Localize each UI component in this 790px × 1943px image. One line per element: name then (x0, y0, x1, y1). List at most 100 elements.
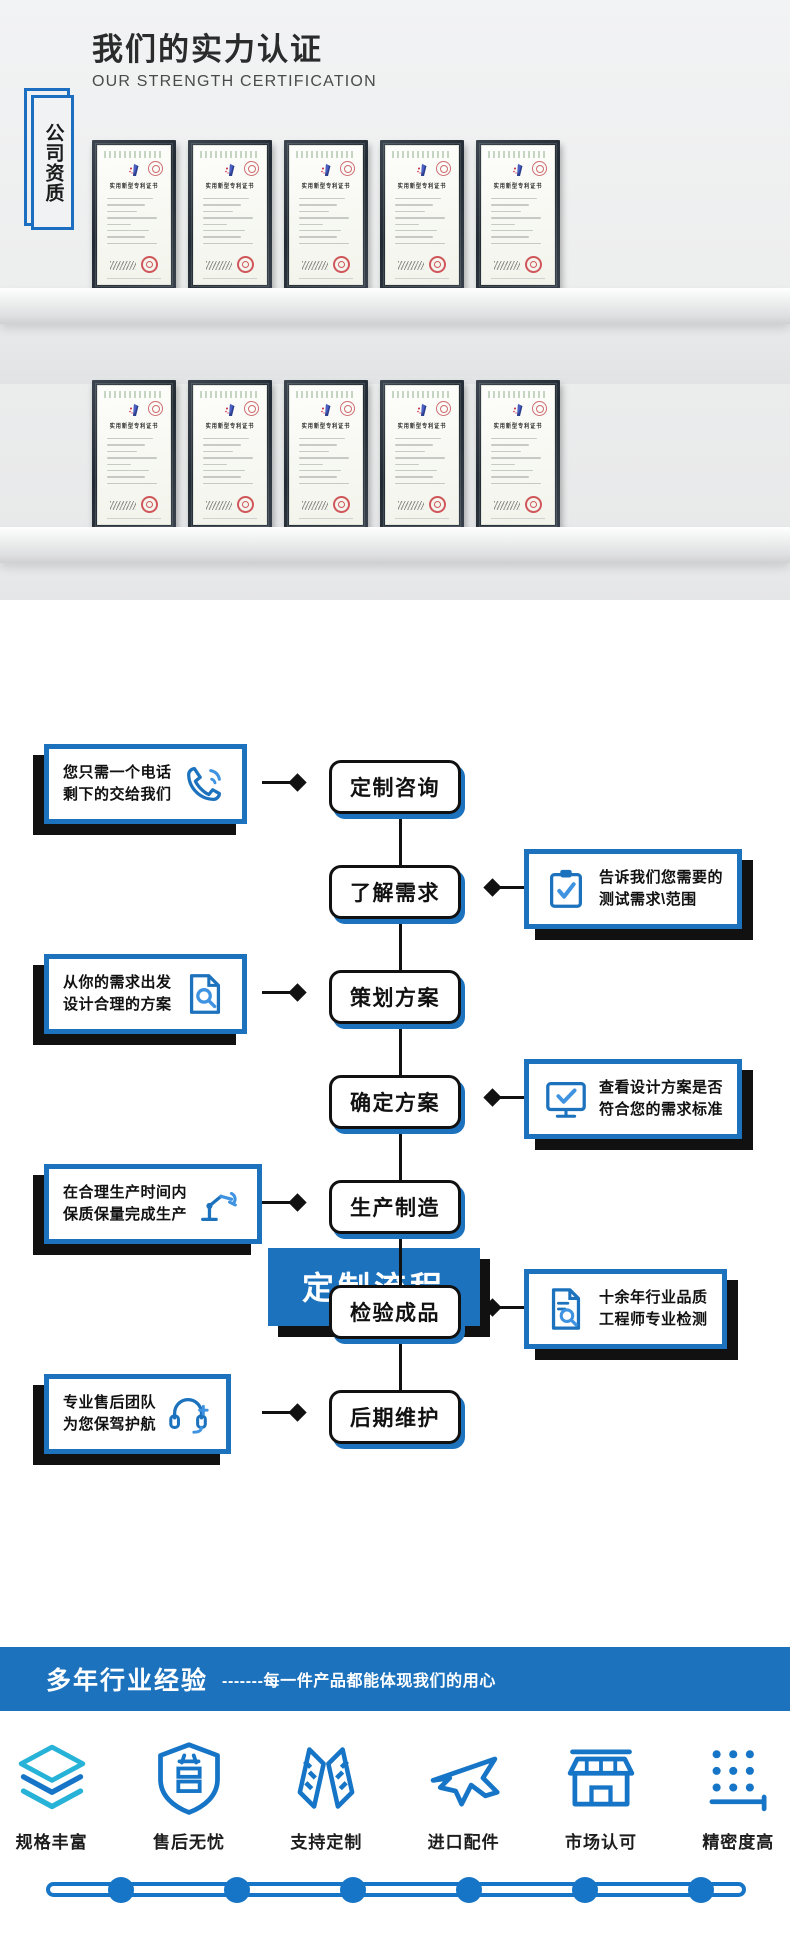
badge-inner: 公司资质 (31, 95, 74, 230)
flow-node-6[interactable]: 检验成品 (329, 1285, 461, 1339)
timeline-dot-2 (224, 1877, 250, 1903)
certificate-ornament (104, 391, 164, 398)
patent-logo-icon (513, 164, 523, 176)
certificate-frame: 实用新型专利证书 (380, 380, 464, 530)
flow-info-box-6[interactable]: 十余年行业品质工程师专业检测 (524, 1269, 727, 1349)
feature-label: 规格丰富 (15, 1833, 88, 1852)
certificate-ornament (392, 151, 452, 158)
patent-logo-icon (225, 164, 235, 176)
flow-info-box-4[interactable]: 查看设计方案是否符合您的需求标准 (524, 1059, 743, 1139)
flow-info-text: 您只需一个电话剩下的交给我们 (63, 763, 172, 804)
process-section: 定制流程 定制咨询了解需求策划方案确定方案生产制造检验成品后期维护您只需一个电话… (0, 600, 790, 1675)
flow-node-4[interactable]: 确定方案 (329, 1075, 461, 1129)
shield-sale-icon (151, 1740, 227, 1816)
certificate-footer-line (395, 517, 449, 519)
patent-logo-icon (321, 164, 331, 176)
certificate-body-lines (491, 438, 545, 489)
certificate-frame: 实用新型专利证书 (476, 380, 560, 530)
patent-logo-icon (129, 404, 139, 416)
certificate-signature (494, 261, 520, 270)
certificate-seal-top (340, 161, 355, 176)
certificate-body-lines (107, 438, 161, 489)
flow-node-5[interactable]: 生产制造 (329, 1180, 461, 1234)
feature-item[interactable]: 精密度高 (687, 1740, 790, 1853)
flow-diamond-connector-3 (288, 983, 307, 1002)
flow-connector-horizontal-5 (262, 1201, 292, 1204)
certificate-footer-line (491, 277, 545, 279)
flow-info-box-1[interactable]: 您只需一个电话剩下的交给我们 (44, 744, 247, 824)
flow-info-box-5[interactable]: 在合理生产时间内保质保量完成生产 (44, 1164, 263, 1244)
shelf-backdrop-2 (0, 563, 790, 600)
feature-timeline (46, 1877, 746, 1903)
flow-info-box-2[interactable]: 告诉我们您需要的测试需求\范围 (524, 849, 743, 929)
certificate-red-stamp (525, 496, 542, 513)
certificate-seal-top (532, 401, 547, 416)
badge-label: 公司资质 (42, 122, 64, 203)
robot-arm-icon (197, 1181, 243, 1227)
certificate-body-lines (491, 198, 545, 249)
certificate-seal-top (244, 401, 259, 416)
flow-info-text: 在合理生产时间内保质保量完成生产 (63, 1183, 188, 1224)
feature-label: 市场认可 (564, 1833, 637, 1852)
certificate-signature (302, 501, 328, 510)
certificate-red-stamp (525, 256, 542, 273)
flow-info-box-7[interactable]: 专业售后团队为您保驾护航 (44, 1374, 232, 1454)
timeline-dot-4 (456, 1877, 482, 1903)
certificate-footer-line (395, 277, 449, 279)
certificate-signature (206, 261, 232, 270)
flow-connector-horizontal-3 (262, 991, 292, 994)
flow-diamond-connector-5 (288, 1193, 307, 1212)
certificate-seal-top (436, 161, 451, 176)
flow-connector-vertical (399, 1097, 402, 1202)
certificate-title: 实用新型专利证书 (493, 183, 543, 191)
certificate-row-2: 实用新型专利证书 实用新型专利证书 (92, 380, 560, 530)
certificate-signature (110, 261, 136, 270)
certificate-footer-line (107, 277, 161, 279)
flow-info-box-3[interactable]: 从你的需求出发设计合理的方案 (44, 954, 247, 1034)
certificate-paper: 实用新型专利证书 (97, 145, 171, 285)
feature-item[interactable]: 售后无忧 (137, 1740, 240, 1853)
certificate-seal-top (532, 161, 547, 176)
feature-item[interactable]: 进口配件 (412, 1740, 515, 1853)
flow-node-2[interactable]: 了解需求 (329, 865, 461, 919)
certificate-title: 实用新型专利证书 (109, 183, 159, 191)
flow-connector-vertical (399, 992, 402, 1097)
clipboard-check-icon (543, 866, 589, 912)
timeline-dot-5 (572, 1877, 598, 1903)
phone-call-icon (182, 761, 228, 807)
certificate-red-stamp (141, 256, 158, 273)
flow-node-3[interactable]: 策划方案 (329, 970, 461, 1024)
timeline-track (46, 1882, 746, 1897)
feature-item[interactable]: 支持定制 (275, 1740, 378, 1853)
document-search-icon (182, 971, 228, 1017)
certificate-title: 实用新型专利证书 (493, 423, 543, 431)
storefront-icon (563, 1740, 639, 1816)
certificate-frame: 实用新型专利证书 (188, 380, 272, 530)
feature-list: 规格丰富 售后无忧 支持定制 进口配件 市场认可 精密度高 (0, 1740, 790, 1853)
certificate-paper: 实用新型专利证书 (289, 385, 363, 525)
certificate-red-stamp (237, 256, 254, 273)
feature-item[interactable]: 市场认可 (549, 1740, 652, 1853)
layers-icon (14, 1740, 90, 1816)
certificate-ornament (200, 391, 260, 398)
certificate-body-lines (299, 198, 353, 249)
certificate-footer-line (299, 517, 353, 519)
certificate-seal-top (436, 401, 451, 416)
certificate-paper: 实用新型专利证书 (193, 145, 267, 285)
flow-diamond-connector-6 (483, 1298, 502, 1317)
title-en: OUR STRENGTH CERTIFICATION (92, 72, 377, 90)
flow-node-7[interactable]: 后期维护 (329, 1390, 461, 1444)
certificate-title: 实用新型专利证书 (301, 183, 351, 191)
certificate-ornament (296, 151, 356, 158)
monitor-check-icon (543, 1076, 589, 1122)
patent-logo-icon (417, 404, 427, 416)
feature-label: 精密度高 (702, 1833, 775, 1852)
page-title: 我们的实力认证 OUR STRENGTH CERTIFICATION (92, 32, 377, 91)
feature-item[interactable]: 规格丰富 (0, 1740, 103, 1853)
certificate-signature (398, 261, 424, 270)
flow-info-text: 从你的需求出发设计合理的方案 (63, 973, 172, 1014)
certificate-row-1: 实用新型专利证书 实用新型专利证书 (92, 140, 560, 290)
flow-info-text: 专业售后团队为您保驾护航 (63, 1393, 157, 1434)
certificate-seal-top (244, 161, 259, 176)
flow-node-1[interactable]: 定制咨询 (329, 760, 461, 814)
